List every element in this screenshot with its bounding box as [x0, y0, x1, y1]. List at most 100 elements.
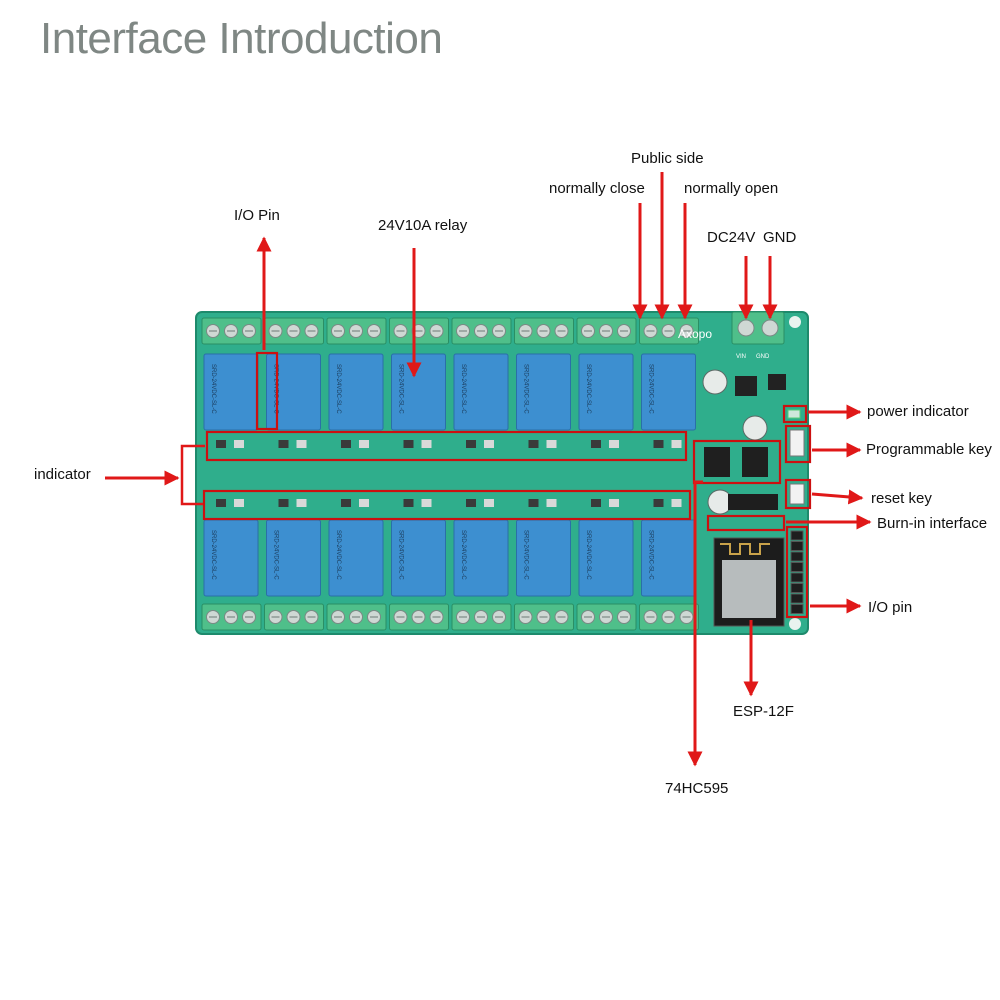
- relay: SRD-24VDC-SL-C: [453, 519, 509, 597]
- label-esp: ESP-12F: [733, 703, 794, 720]
- indicator-row-2-highlight: [202, 489, 692, 521]
- svg-text:SRD-24VDC-SL-C: SRD-24VDC-SL-C: [210, 364, 216, 414]
- relay: SRD-24VDC-SL-C: [266, 519, 321, 597]
- indicator-led: [653, 440, 682, 448]
- label-burn-in: Burn-in interface: [877, 515, 988, 532]
- indicator-led: [466, 440, 494, 448]
- power-indicator-highlight: [782, 404, 808, 424]
- label-normally-open: normally open: [684, 180, 779, 197]
- svg-text:SRD-24VDC-SL-C: SRD-24VDC-SL-C: [335, 364, 341, 414]
- bottom-relay-row: SRD-24VDC-SL-C SRD-24VDC-SL-C SRD-24VDC-SL…: [203, 519, 696, 597]
- svg-text:GND: GND: [756, 354, 770, 360]
- programmable-key-highlight: [784, 424, 812, 464]
- terminal-block: [576, 317, 637, 345]
- mount-hole-icon: [789, 618, 801, 630]
- relay: SRD-24VDC-SL-C: [453, 353, 509, 431]
- svg-text:SRD-24VDC-SL-C: SRD-24VDC-SL-C: [273, 530, 279, 580]
- terminal-block: [326, 603, 387, 631]
- arrow-reset-key: [811, 489, 864, 505]
- 74hc595-chips: [704, 447, 768, 477]
- mount-hole-icon: [789, 316, 801, 328]
- label-public-side: Public side: [631, 150, 704, 167]
- label-io-pin-top: I/O Pin: [234, 207, 280, 224]
- indicator-led: [591, 499, 619, 507]
- arrow-74hc595: [687, 480, 703, 767]
- programmable-key: [789, 429, 805, 457]
- relay: SRD-24VDC-SL-C: [266, 353, 321, 431]
- label-io-pin-right: I/O pin: [868, 599, 913, 616]
- svg-text:VIN: VIN: [736, 354, 746, 360]
- indicator-led: [403, 440, 432, 448]
- indicator-led: [216, 499, 244, 507]
- terminal-block: [639, 603, 699, 631]
- reset-key: [789, 483, 805, 505]
- regulator-chip: [768, 374, 786, 390]
- io-pin: [790, 530, 804, 541]
- relay: SRD-24VDC-SL-C: [203, 519, 259, 597]
- terminal-block: [451, 603, 512, 631]
- burn-in-header: [728, 494, 778, 510]
- io-pin-right-highlight: [785, 525, 809, 619]
- terminal-block: [264, 317, 324, 345]
- indicator-led: [341, 440, 369, 448]
- 74hc595-highlight: [692, 439, 782, 485]
- label-programmable-key: Programmable key: [866, 441, 992, 458]
- top-relay-row: SRD-24VDC-SL-C SRD-24VDC-SL-C SRD-24VDC-SL…: [203, 353, 696, 431]
- svg-text:SRD-24VDC-SL-C: SRD-24VDC-SL-C: [335, 530, 341, 580]
- relay: SRD-24VDC-SL-C: [328, 519, 384, 597]
- terminal-block: [326, 317, 387, 345]
- label-relay: 24V10A relay: [378, 217, 468, 234]
- label-normally-close: normally close: [549, 180, 645, 197]
- relay: SRD-24VDC-SL-C: [328, 353, 384, 431]
- terminal-block: [389, 317, 449, 345]
- page-title: Interface Introduction: [40, 14, 443, 63]
- svg-text:SRD-24VDC-SL-C: SRD-24VDC-SL-C: [210, 530, 216, 580]
- relay: SRD-24VDC-SL-C: [641, 519, 696, 597]
- power-terminal: [731, 311, 785, 345]
- brand-text: Axopo: [678, 327, 712, 341]
- relay: SRD-24VDC-SL-C: [203, 353, 259, 431]
- terminal-block: [201, 603, 262, 631]
- svg-text:SRD-24VDC-SL-C: SRD-24VDC-SL-C: [585, 364, 591, 414]
- io-pin: [790, 541, 804, 551]
- svg-text:SRD-24VDC-SL-C: SRD-24VDC-SL-C: [398, 530, 404, 580]
- svg-text:SRD-24VDC-SL-C: SRD-24VDC-SL-C: [585, 530, 591, 580]
- indicator-led: [403, 499, 432, 507]
- terminal-block: [451, 317, 512, 345]
- io-pin-highlight: [255, 351, 279, 431]
- label-gnd: GND: [763, 229, 797, 246]
- bottom-terminal-row: [201, 603, 699, 631]
- io-pin: [790, 551, 804, 562]
- indicator-led-rows: [216, 440, 682, 507]
- io-pin: [790, 604, 804, 614]
- svg-text:SRD-24VDC-SL-C: SRD-24VDC-SL-C: [398, 364, 404, 414]
- svg-text:SRD-24VDC-SL-C: SRD-24VDC-SL-C: [523, 364, 529, 414]
- indicator-bracket: [180, 444, 205, 506]
- indicator-led: [528, 499, 557, 507]
- burn-in-highlight: [706, 514, 786, 532]
- svg-text:SRD-24VDC-SL-C: SRD-24VDC-SL-C: [648, 530, 654, 580]
- indicator-led: [466, 499, 494, 507]
- terminal-block: [514, 603, 574, 631]
- label-power-indicator: power indicator: [867, 403, 969, 420]
- relay: SRD-24VDC-SL-C: [516, 353, 571, 431]
- power-indicator-led: [787, 409, 801, 419]
- svg-text:SRD-24VDC-SL-C: SRD-24VDC-SL-C: [460, 364, 466, 414]
- terminal-block: [201, 317, 262, 345]
- indicator-led: [591, 440, 619, 448]
- relay: SRD-24VDC-SL-C: [578, 519, 634, 597]
- terminal-block: [389, 603, 449, 631]
- svg-text:SRD-24VDC-SL-C: SRD-24VDC-SL-C: [523, 530, 529, 580]
- relay: SRD-24VDC-SL-C: [516, 519, 571, 597]
- terminal-block: [514, 317, 574, 345]
- io-pin-header: [790, 530, 804, 614]
- indicator-led: [653, 499, 682, 507]
- indicator-led: [528, 440, 557, 448]
- label-reset-key: reset key: [871, 490, 932, 507]
- relay: SRD-24VDC-SL-C: [391, 519, 446, 597]
- io-pin: [790, 593, 804, 604]
- svg-text:SRD-24VDC-SL-C: SRD-24VDC-SL-C: [648, 364, 654, 414]
- terminal-block: [576, 603, 637, 631]
- terminal-block: [264, 603, 324, 631]
